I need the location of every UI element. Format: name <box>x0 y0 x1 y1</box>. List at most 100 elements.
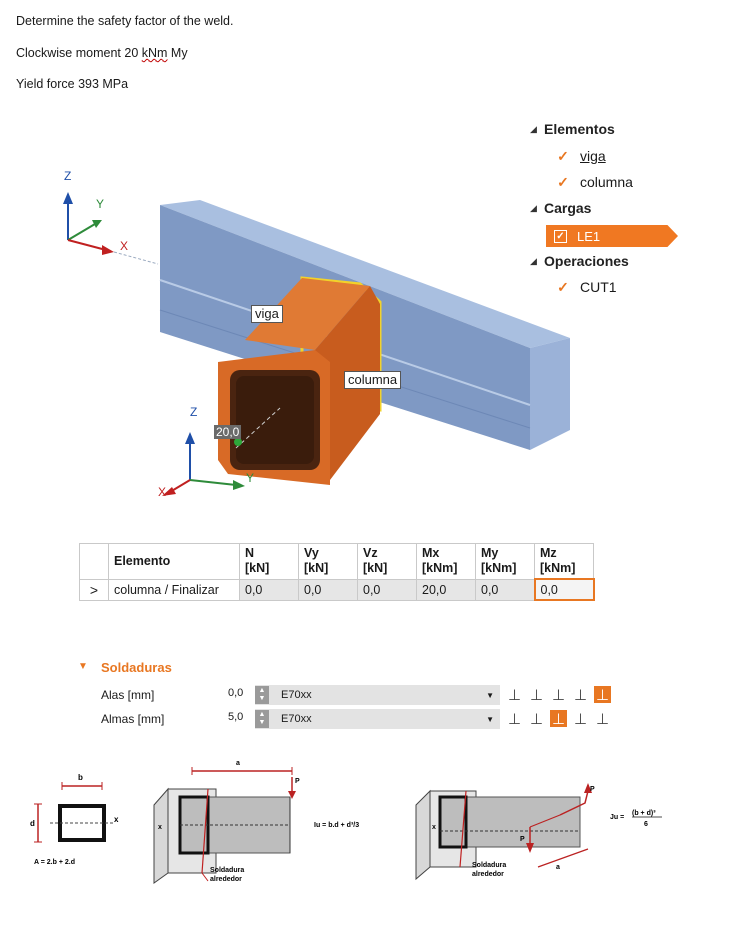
weld-type-icon[interactable]: ⊥ <box>573 710 588 728</box>
almas-material-select[interactable]: ▲▼ E70xx ▼ <box>255 709 500 729</box>
axis-y-label-top: Y <box>96 197 104 211</box>
almas-material: E70xx <box>281 713 312 725</box>
weld-type-icon[interactable]: ⊥ <box>529 686 544 704</box>
moment-load-marker[interactable] <box>234 407 281 449</box>
dropdown-arrow-icon[interactable]: ▼ <box>486 714 494 724</box>
table-header-spacer <box>79 543 109 580</box>
axis-x-label-bottom: X <box>158 485 166 499</box>
table-header-mx: Mx[kNm] <box>416 543 476 580</box>
weld-type-icon[interactable]: ⊥ <box>595 710 610 728</box>
cell-vy[interactable]: 0,0 <box>298 578 358 601</box>
checkbox-icon[interactable]: ✓ <box>554 229 567 243</box>
cell-my[interactable]: 0,0 <box>475 578 535 601</box>
table-header-vy: Vy[kN] <box>298 543 358 580</box>
weld-type-icon[interactable]: ⊥ <box>573 686 588 704</box>
collapse-arrow-icon[interactable]: ◢ <box>530 123 537 134</box>
header-vz: Vz <box>363 546 378 560</box>
checkmark-icon[interactable]: ✓ <box>557 173 569 190</box>
unit-vz: [kN] <box>363 561 388 575</box>
section-collapse-icon[interactable]: ▼ <box>78 661 88 672</box>
table-row[interactable]: > columna / Finalizar 0,0 0,0 0,0 20,0 0… <box>79 578 595 601</box>
weld-type-icon[interactable]: ⊥ <box>507 686 522 704</box>
cell-n[interactable]: 0,0 <box>239 578 299 601</box>
diagram3-formula-lhs: Ju = <box>610 814 624 821</box>
diagram1-x: x <box>114 815 119 824</box>
diagram3-formula-num: (b + d)³ <box>632 810 656 817</box>
table-header-mz: Mz[kNm] <box>534 543 594 580</box>
forces-table: Elemento N[kN] Vy[kN] Vz[kN] Mx[kNm] My[… <box>79 543 595 601</box>
diagram2-a: a <box>236 760 240 767</box>
diagram3-a: a <box>556 864 560 871</box>
header-n: N <box>245 546 255 560</box>
diagram1-formula: A = 2.b + 2.d <box>34 859 75 866</box>
diagram2-formula: Iu = b.d + d³/3 <box>314 822 359 829</box>
diagram2-p: P <box>295 778 300 785</box>
weld-type-icon[interactable]: ⊥ <box>551 686 566 704</box>
diagram-section-area: b d x A = 2.b + 2.d <box>30 773 119 866</box>
viewport-3d[interactable]: Z Y X Z Y X <box>40 160 600 510</box>
unit-vy: [kN] <box>304 561 329 575</box>
tree-item-le1[interactable]: ✓ LE1 <box>546 225 678 247</box>
alas-material-select[interactable]: ▲▼ E70xx ▼ <box>255 685 500 705</box>
spinner-icon[interactable]: ▲▼ <box>255 686 269 704</box>
tree-item-columna[interactable]: ✓ columna <box>556 173 633 191</box>
tree-item-cut1[interactable]: ✓ CUT1 <box>556 278 617 296</box>
unit-mx: [kNm] <box>422 561 458 575</box>
tree-label-cut1: CUT1 <box>580 279 617 295</box>
question-line-2-suffix: My <box>167 46 188 60</box>
cell-elemento[interactable]: columna / Finalizar <box>108 578 240 601</box>
diagram3-caption1: Soldadura <box>472 862 506 869</box>
almas-weld-type-icons: ⊥ ⊥ ⊥ ⊥ ⊥ <box>506 710 616 728</box>
tree-group-cargas[interactable]: ◢ Cargas <box>530 200 591 216</box>
axis-z-label-bottom: Z <box>190 405 197 419</box>
dropdown-arrow-icon[interactable]: ▼ <box>486 690 494 700</box>
diagram2-caption1: Soldadura <box>210 867 244 874</box>
cell-mz[interactable]: 0,0 <box>533 578 595 601</box>
tree-item-viga[interactable]: ✓ viga <box>556 147 606 165</box>
diagram-bending-weld: a P x Soldadura alrededor Iu = b.d + d³/… <box>153 760 359 884</box>
axis-z-label-top: Z <box>64 169 71 183</box>
axis-triad-top <box>63 192 159 265</box>
table-header-elemento: Elemento <box>108 543 240 580</box>
tree-label-cargas: Cargas <box>544 200 592 216</box>
tree-label-elementos: Elementos <box>544 121 615 137</box>
axis-y-label-bottom: Y <box>246 471 254 485</box>
tree-label-viga: viga <box>580 148 606 164</box>
tree-group-elementos[interactable]: ◢ Elementos <box>530 121 615 137</box>
question-line-2-prefix: Clockwise moment 20 <box>16 46 142 60</box>
diagram2-x: x <box>158 824 162 831</box>
diagram3-p1: P <box>590 786 595 793</box>
unit-mz: [kNm] <box>540 561 576 575</box>
almas-label: Almas [mm] <box>101 712 165 726</box>
diagram1-b: b <box>78 773 83 782</box>
weld-type-icon[interactable]: ⊥ <box>507 710 522 728</box>
header-mx: Mx <box>422 546 440 560</box>
weld-type-icon[interactable]: ⊥ <box>594 686 611 704</box>
tree-group-operaciones[interactable]: ◢ Operaciones <box>530 253 629 269</box>
cell-mx[interactable]: 20,0 <box>416 578 476 601</box>
table-header-row: Elemento N[kN] Vy[kN] Vz[kN] Mx[kNm] My[… <box>79 543 594 580</box>
table-header-my: My[kNm] <box>475 543 535 580</box>
checkmark-icon[interactable]: ✓ <box>557 147 569 164</box>
label-columna: columna <box>344 371 402 389</box>
cell-vz[interactable]: 0,0 <box>357 578 417 601</box>
alas-value[interactable]: 0,0 <box>228 687 244 699</box>
expand-chevron-icon[interactable]: > <box>79 578 109 601</box>
weld-type-icon[interactable]: ⊥ <box>529 710 544 728</box>
question-line-3: Yield force 393 MPa <box>16 77 129 91</box>
checkmark-icon[interactable]: ✓ <box>557 278 569 295</box>
almas-value[interactable]: 5,0 <box>228 711 244 723</box>
header-my: My <box>481 546 499 560</box>
collapse-arrow-icon[interactable]: ◢ <box>530 255 537 266</box>
diagram3-caption2: alrededor <box>472 871 504 878</box>
unit-n: [kN] <box>245 561 270 575</box>
diagram3-p2: P <box>520 836 525 843</box>
soldaduras-title: Soldaduras <box>101 660 172 675</box>
question-unit: kNm <box>141 46 168 60</box>
question-line-1: Determine the safety factor of the weld. <box>16 14 234 28</box>
collapse-arrow-icon[interactable]: ◢ <box>530 202 537 213</box>
weld-type-icon[interactable]: ⊥ <box>550 710 567 728</box>
question-line-2: Clockwise moment 20 kNm My <box>16 46 188 60</box>
diagram3-x: x <box>432 824 436 831</box>
spinner-icon[interactable]: ▲▼ <box>255 710 269 728</box>
